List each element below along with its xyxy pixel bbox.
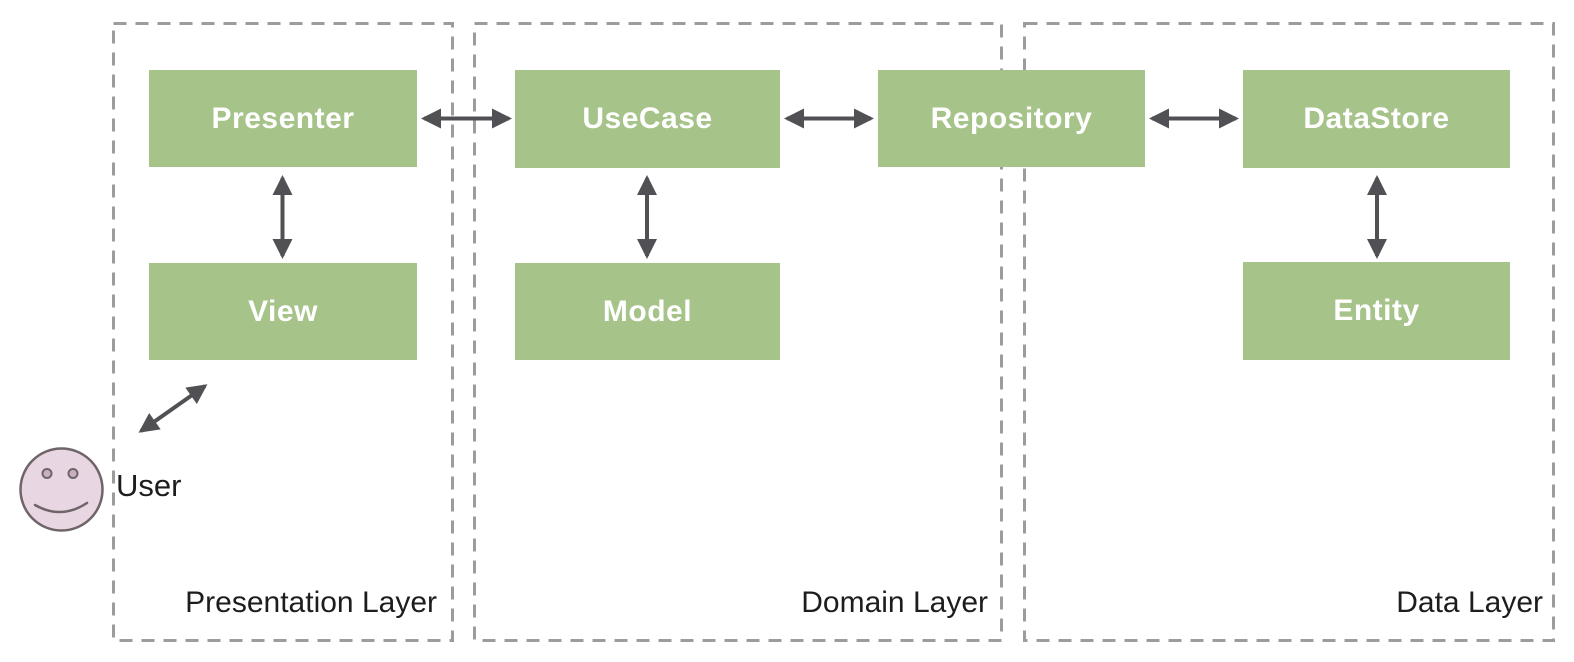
user-label: User [116,468,182,503]
node-datastore-label: DataStore [1303,102,1450,135]
node-presenter: Presenter [149,70,417,167]
node-usecase-label: UseCase [582,102,713,135]
node-view-label: View [248,294,318,328]
face-right-eye [67,468,79,479]
node-repository-label: Repository [930,101,1093,135]
layer-presentation-border [112,22,454,642]
node-model: Model [515,263,780,360]
smiley-face-icon [19,447,104,532]
face-smile [33,501,89,514]
arrow-user-view [138,384,208,433]
face-left-eye [41,468,53,479]
node-presenter-label: Presenter [211,101,355,135]
layer-data-border [1023,22,1555,642]
node-usecase: UseCase [515,70,780,168]
face-circle [19,447,104,532]
node-repository: Repository [878,70,1145,167]
node-entity-label: Entity [1333,294,1420,327]
layer-presentation-label: Presentation Layer [185,586,437,619]
layer-domain-label: Domain Layer [801,586,988,619]
node-view: View [149,263,417,360]
node-model-label: Model [602,294,693,328]
node-entity: Entity [1243,262,1510,360]
layer-data-label: Data Layer [1396,586,1543,619]
node-datastore: DataStore [1243,70,1510,168]
